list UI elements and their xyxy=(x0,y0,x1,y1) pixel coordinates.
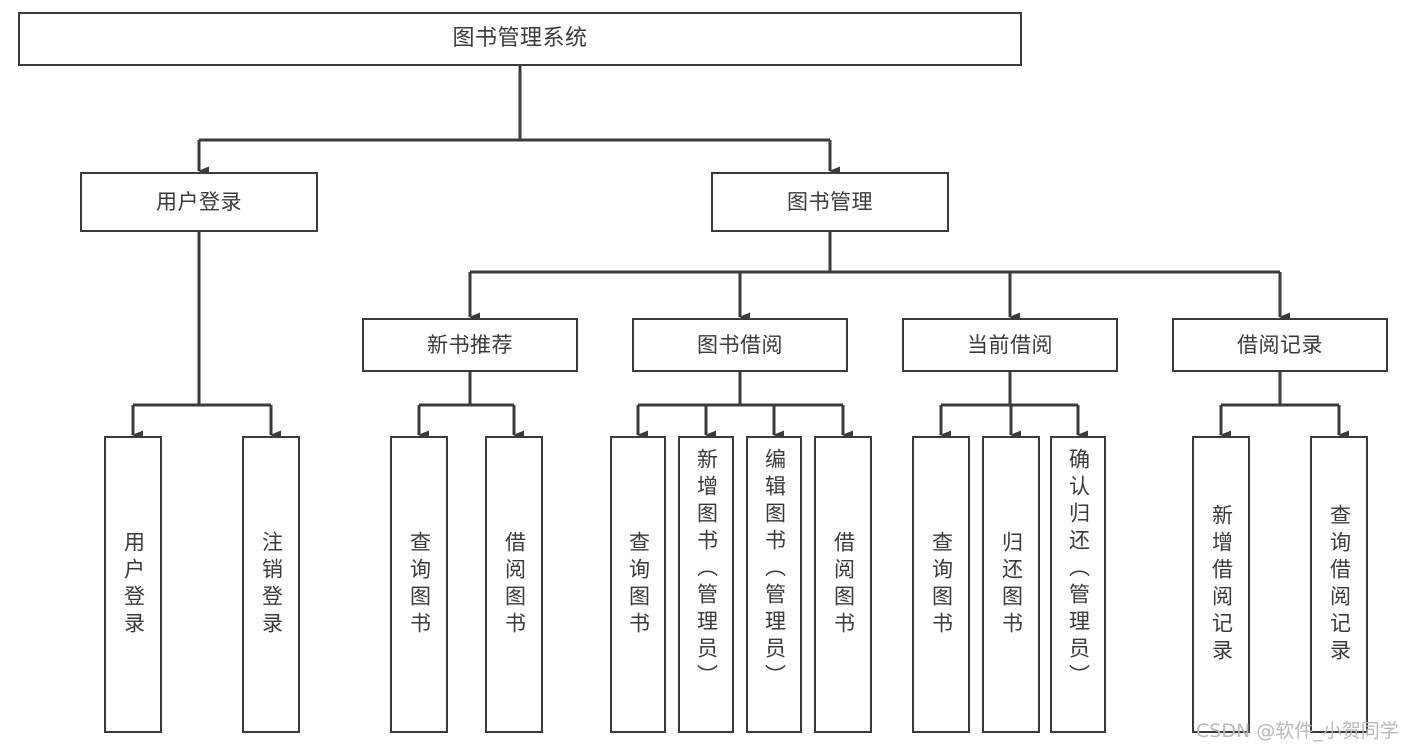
watermark-label: CSDN @软件_小贺同学 xyxy=(1196,720,1399,742)
node-label: 查询图书 xyxy=(407,530,432,639)
node-label: 用户登录 xyxy=(121,530,146,639)
node-leaf-query-book-2[interactable]: 查询图书 xyxy=(610,436,666,733)
node-leaf-query-book-3[interactable]: 查询图书 xyxy=(912,436,970,733)
node-borrow-record[interactable]: 借阅记录 xyxy=(1172,318,1388,372)
node-label: 新增借阅记录 xyxy=(1209,503,1234,666)
node-label: 借阅记录 xyxy=(1237,332,1323,357)
node-label: 借阅图书 xyxy=(831,530,856,639)
node-label: 注销登录 xyxy=(259,530,284,639)
node-leaf-borrow-book-2[interactable]: 借阅图书 xyxy=(814,436,872,733)
node-current-borrow[interactable]: 当前借阅 xyxy=(902,318,1118,372)
node-root-system[interactable]: 图书管理系统 xyxy=(18,12,1022,66)
node-label: 编辑图书（管理员） xyxy=(762,448,787,691)
edge-group xyxy=(131,66,1349,440)
node-leaf-return-book[interactable]: 归还图书 xyxy=(982,436,1040,733)
node-leaf-confirm-return[interactable]: 确认归还（管理员） xyxy=(1050,436,1106,733)
node-leaf-query-record[interactable]: 查询借阅记录 xyxy=(1310,436,1368,733)
node-leaf-add-record[interactable]: 新增借阅记录 xyxy=(1192,436,1250,733)
node-label: 确认归还（管理员） xyxy=(1066,448,1091,691)
node-leaf-add-book[interactable]: 新增图书（管理员） xyxy=(678,436,734,733)
node-label: 新书推荐 xyxy=(427,332,513,357)
node-label: 归还图书 xyxy=(999,530,1024,639)
node-leaf-borrow-book-1[interactable]: 借阅图书 xyxy=(485,436,543,733)
node-leaf-query-book-1[interactable]: 查询图书 xyxy=(390,436,448,733)
node-leaf-edit-book[interactable]: 编辑图书（管理员） xyxy=(746,436,802,733)
node-user-login[interactable]: 用户登录 xyxy=(80,172,318,232)
node-leaf-user-logout[interactable]: 注销登录 xyxy=(242,436,300,733)
node-label: 当前借阅 xyxy=(967,332,1053,357)
node-label: 图书借阅 xyxy=(697,332,783,357)
node-label: 借阅图书 xyxy=(502,530,527,639)
node-book-manage[interactable]: 图书管理 xyxy=(711,172,949,232)
node-book-borrow[interactable]: 图书借阅 xyxy=(632,318,848,372)
node-label: 查询图书 xyxy=(626,530,651,639)
node-label: 图书管理系统 xyxy=(452,26,588,52)
node-label: 新增图书（管理员） xyxy=(694,448,719,691)
node-new-book-recommend[interactable]: 新书推荐 xyxy=(362,318,578,372)
node-label: 图书管理 xyxy=(787,189,873,214)
node-leaf-user-login[interactable]: 用户登录 xyxy=(104,436,162,733)
node-label: 用户登录 xyxy=(156,189,242,214)
node-label: 查询借阅记录 xyxy=(1327,503,1352,666)
node-label: 查询图书 xyxy=(929,530,954,639)
